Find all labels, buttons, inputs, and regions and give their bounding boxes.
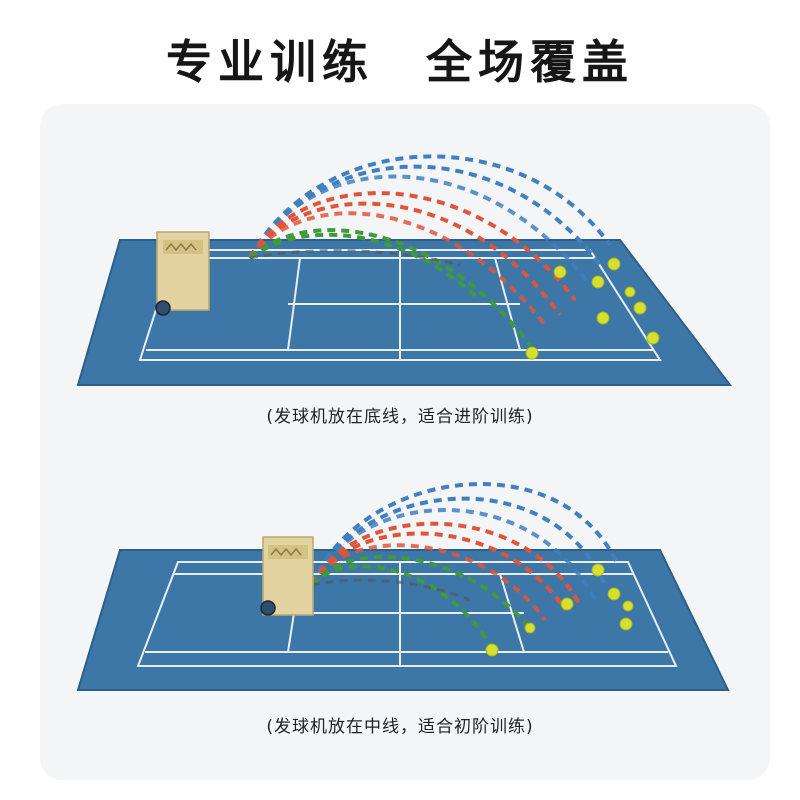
ball-machine-icon xyxy=(155,231,210,316)
ball-machine-icon xyxy=(260,536,314,616)
tennis-ball-icon xyxy=(485,563,634,657)
court-midline-scene xyxy=(76,482,730,691)
caption-midline: (发球机放在中线，适合初阶训练) xyxy=(266,717,534,737)
trajectories-top xyxy=(248,154,612,347)
trajectories-bottom xyxy=(310,482,620,650)
tennis-ball-icon xyxy=(525,257,660,360)
page-title: 专业训练 全场覆盖 xyxy=(166,35,634,89)
court-surface xyxy=(76,239,733,386)
court-lines xyxy=(138,249,662,361)
caption-baseline: (发球机放在底线，适合进阶训练) xyxy=(266,407,534,427)
court-baseline-scene xyxy=(76,154,733,386)
